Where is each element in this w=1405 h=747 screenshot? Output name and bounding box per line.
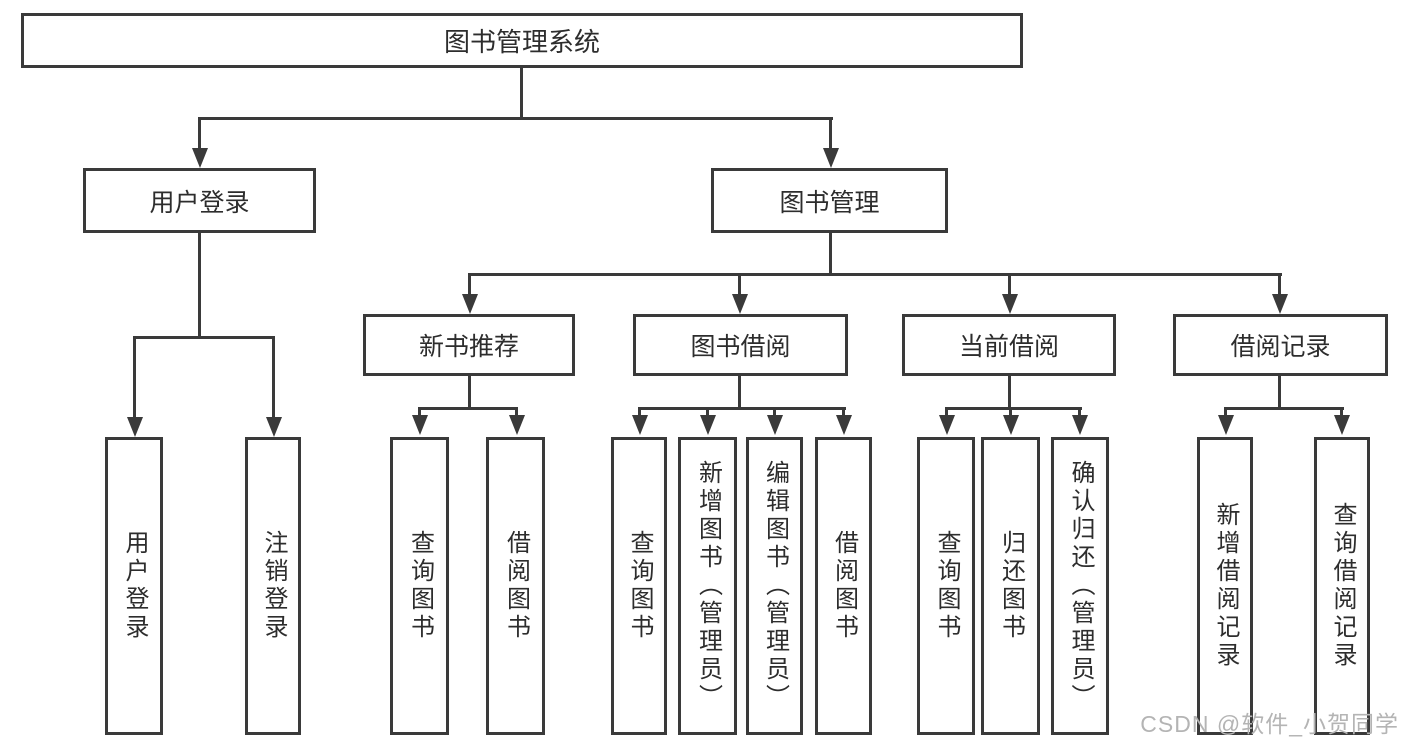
arrow-down-icon (767, 415, 783, 435)
node-leaf-add-borrow-record: 新增借阅记录 (1197, 437, 1253, 735)
arrow-down-icon (836, 415, 852, 435)
csdn-watermark: CSDN @软件_小贺同学 (1140, 711, 1399, 737)
connector-login-trunk (198, 233, 201, 336)
node-user-login: 用户登录 (83, 168, 316, 233)
connector-stem (1224, 407, 1227, 417)
connector-stem (706, 407, 709, 417)
node-leaf-logout-login: 注销登录 (245, 437, 301, 735)
connector-recommend-rail (418, 407, 518, 410)
arrow-down-icon (700, 415, 716, 435)
node-leaf-edit-books-admin: 编辑图书（管理员） (746, 437, 803, 735)
node-leaf-add-books-admin: 新增图书（管理员） (678, 437, 737, 735)
arrow-down-icon (1003, 415, 1019, 435)
node-leaf-return-books: 归还图书 (981, 437, 1040, 735)
connector-borrow-trunk (738, 376, 741, 407)
node-borrowing-records: 借阅记录 (1173, 314, 1388, 376)
connector-current-rail (945, 407, 1082, 410)
connector-stem (1009, 407, 1012, 417)
node-leaf-borrow-books: 借阅图书 (815, 437, 872, 735)
connector-stem (198, 117, 201, 150)
arrow-down-icon (266, 417, 282, 437)
arrow-down-icon (939, 415, 955, 435)
arrow-down-icon (192, 148, 208, 168)
node-leaf-query-books-recommend: 查询图书 (390, 437, 449, 735)
arrow-down-icon (1334, 415, 1350, 435)
arrow-down-icon (1002, 294, 1018, 314)
node-library-management-system: 图书管理系统 (21, 13, 1023, 68)
arrow-down-icon (412, 415, 428, 435)
connector-stem (773, 407, 776, 417)
connector-recommend-trunk (468, 376, 471, 407)
node-leaf-query-books-borrow: 查询图书 (611, 437, 667, 735)
connector-root-rail (198, 117, 833, 120)
connector-current-trunk (1008, 376, 1011, 407)
connector-stem (418, 407, 421, 417)
node-new-book-recommendation: 新书推荐 (363, 314, 575, 376)
connector-records-rail (1224, 407, 1344, 410)
arrow-down-icon (1072, 415, 1088, 435)
connector-mgmt-trunk (829, 233, 832, 273)
node-leaf-borrow-books-recommend: 借阅图书 (486, 437, 545, 735)
node-book-management: 图书管理 (711, 168, 948, 233)
arrow-down-icon (1218, 415, 1234, 435)
connector-login-rail (133, 336, 275, 339)
arrow-down-icon (632, 415, 648, 435)
connector-stem (272, 336, 275, 417)
connector-stem (738, 273, 741, 296)
arrow-down-icon (127, 417, 143, 437)
arrow-down-icon (462, 294, 478, 314)
connector-stem (842, 407, 845, 417)
connector-records-trunk (1278, 376, 1281, 407)
connector-stem (133, 336, 136, 417)
connector-stem (638, 407, 641, 417)
connector-stem (515, 407, 518, 417)
connector-stem (1340, 407, 1343, 417)
node-current-borrowing: 当前借阅 (902, 314, 1116, 376)
arrow-down-icon (1272, 294, 1288, 314)
connector-stem (945, 407, 948, 417)
connector-stem (1078, 407, 1081, 417)
connector-stem (468, 273, 471, 296)
arrow-down-icon (823, 148, 839, 168)
connector-stem (1278, 273, 1281, 296)
node-book-borrowing: 图书借阅 (633, 314, 848, 376)
connector-borrow-rail (638, 407, 846, 410)
node-leaf-query-books-current: 查询图书 (917, 437, 975, 735)
node-leaf-confirm-return-admin: 确认归还（管理员） (1051, 437, 1109, 735)
node-leaf-query-borrow-record: 查询借阅记录 (1314, 437, 1370, 735)
arrow-down-icon (509, 415, 525, 435)
connector-root-trunk (520, 68, 523, 117)
connector-stem (829, 117, 832, 150)
node-leaf-user-login: 用户登录 (105, 437, 163, 735)
connector-stem (1008, 273, 1011, 296)
arrow-down-icon (732, 294, 748, 314)
connector-mgmt-rail (468, 273, 1282, 276)
